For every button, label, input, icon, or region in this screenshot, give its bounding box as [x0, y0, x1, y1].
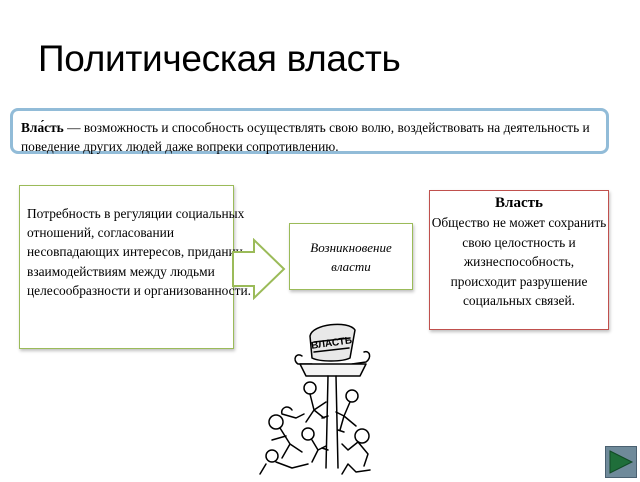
- definition-term: Вла́сть: [21, 120, 64, 135]
- definition-box: Вла́сть — возможность и способность осущ…: [10, 108, 609, 154]
- emergence-text: Возникновение власти: [310, 239, 392, 274]
- emergence-box: Возникновение власти: [289, 223, 413, 290]
- right-arrow-icon: [232, 238, 286, 300]
- need-text: Потребность в регуляции социальных отнош…: [27, 206, 251, 298]
- definition-text: — возможность и способность осуществлять…: [21, 120, 590, 154]
- power-box: Власть Общество не может сохранить свою …: [429, 190, 609, 330]
- power-heading: Власть: [495, 195, 543, 211]
- next-slide-triangle-icon: [609, 450, 634, 474]
- next-slide-button[interactable]: [605, 446, 637, 478]
- power-text: Общество не может сохранить свою целостн…: [431, 215, 607, 308]
- slide-title: Политическая власть: [38, 38, 401, 79]
- power-chair-cartoon-image: ВЛАСТЬ: [259, 323, 371, 475]
